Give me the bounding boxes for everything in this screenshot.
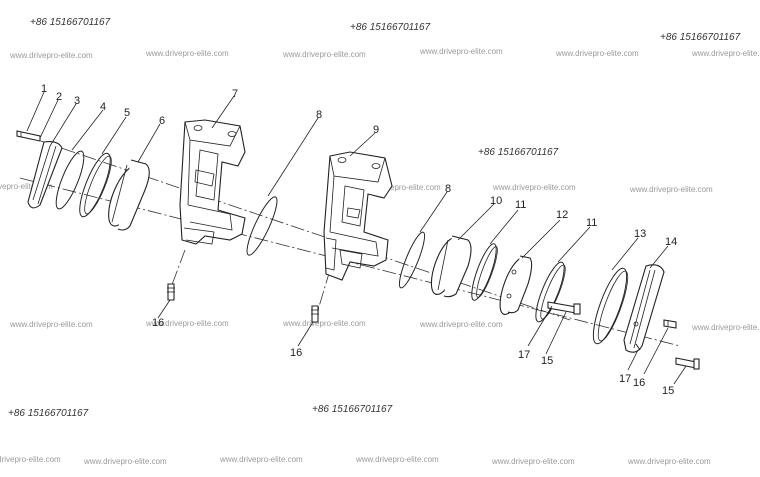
- phone-watermark: +86 15166701167: [660, 32, 741, 43]
- part-number-label: 15: [541, 355, 553, 367]
- part-number-label: 10: [490, 195, 502, 207]
- part-12-insulator: [499, 255, 533, 315]
- part-16-bleeder-screw: [167, 283, 175, 301]
- part-number-label: 12: [556, 209, 568, 221]
- part-number-label: 16: [633, 377, 645, 389]
- leader-line: [557, 226, 591, 263]
- leader-line: [39, 99, 59, 139]
- part-17-pin: [635, 343, 641, 351]
- part-15-bolt: [547, 301, 581, 315]
- leader-line: [137, 123, 161, 163]
- part-number-label: 3: [74, 95, 80, 107]
- site-watermark: www.drivepro-elite.com: [419, 320, 503, 329]
- part-number-label: 1: [41, 83, 47, 95]
- part-number-label: 9: [373, 124, 379, 136]
- part-number-label: 17: [518, 349, 530, 361]
- leader-line: [673, 365, 687, 385]
- part-number-label: 14: [665, 236, 677, 248]
- site-watermark: www.drivepro-elite.com: [0, 455, 61, 464]
- part-13-ring: [592, 267, 629, 345]
- site-watermark: www.drivepro-elite.com: [9, 320, 93, 329]
- leader-line: [49, 103, 77, 147]
- part-8-ring: [398, 231, 426, 289]
- leader-line: [71, 109, 104, 151]
- site-watermark: www.drivepro-elite.com: [145, 49, 229, 58]
- part-number-label: 8: [445, 183, 451, 195]
- part-number-label: 4: [100, 101, 106, 113]
- leader-line: [297, 321, 314, 347]
- leader-line: [643, 327, 669, 375]
- site-watermark: www.drivepro-elite.com: [145, 319, 229, 328]
- site-watermark: www.drivepro-elite.com: [691, 49, 760, 58]
- leader-line: [349, 132, 376, 157]
- part-5-ring: [79, 152, 112, 218]
- part-11-seal: [535, 261, 566, 323]
- leader-line: [157, 299, 171, 319]
- part-14-end-plate: [623, 264, 665, 353]
- site-watermark: www.drivepro-elite.com: [629, 185, 713, 194]
- leader-line: [627, 349, 639, 371]
- assembly-axis-upper: [19, 133, 571, 321]
- leader-line: [419, 191, 448, 233]
- site-watermark: www.drivepro-elite.com: [9, 51, 93, 60]
- part-number-label: 11: [515, 199, 526, 211]
- leader-line: [489, 209, 519, 245]
- site-watermark: www.drivepro-elite.com: [219, 455, 303, 464]
- part-1-bolt: [16, 130, 41, 142]
- part-6-piston: [108, 159, 150, 231]
- leader-line: [527, 305, 553, 347]
- leader-line: [211, 95, 235, 129]
- part-8-ring: [246, 196, 278, 256]
- part-number-label: 13: [634, 228, 646, 240]
- part-number-label: 15: [662, 385, 674, 397]
- site-watermark: www.drivepro-elite.com: [0, 182, 53, 191]
- leader-line: [649, 245, 669, 269]
- site-watermark: www.drivepro-elite.com: [282, 50, 366, 59]
- part-7-caliper-housing: [179, 119, 246, 245]
- part-number-label: 16: [290, 347, 302, 359]
- part-4-ring: [55, 150, 85, 210]
- part-10-piston: [430, 235, 472, 298]
- leader-line: [545, 311, 567, 355]
- part-11-seal: [471, 243, 498, 301]
- phone-watermark: +86 15166701167: [30, 17, 111, 28]
- site-watermark: www.drivepro-elite.com: [83, 457, 167, 466]
- site-watermark: www.drivepro-elite.com: [355, 455, 439, 464]
- site-watermark: www.drivepro-elite.com: [357, 183, 441, 192]
- part-9-caliper-housing: [323, 151, 393, 281]
- part-16-bleeder-screw: [311, 305, 319, 323]
- leader-line: [26, 91, 45, 132]
- site-watermark: www.drivepro-elite.com: [419, 47, 503, 56]
- leader-line: [611, 237, 639, 271]
- leader-line: [267, 117, 319, 197]
- vertical-axis-middle: [317, 269, 331, 311]
- leader-line: [101, 116, 127, 155]
- site-watermark: www.drivepro-elite.com: [555, 49, 639, 58]
- part-number-label: 17: [619, 373, 631, 385]
- part-number-label: 16: [152, 317, 164, 329]
- phone-watermark: +86 15166701167: [478, 147, 559, 158]
- part-number-label: 5: [124, 107, 130, 119]
- part-number-label: 8: [316, 109, 322, 121]
- site-watermark: www.drivepro-elite.com: [491, 457, 575, 466]
- vertical-axis-left: [169, 249, 186, 291]
- part-number-label: 2: [56, 91, 62, 103]
- site-watermark: www.drivepro-elite.com: [492, 183, 576, 192]
- phone-watermark: +86 15166701167: [312, 404, 393, 415]
- part-number-label: 11: [586, 217, 597, 229]
- site-watermark: www.drivepro-elite.com: [691, 323, 760, 332]
- phone-watermark: +86 15166701167: [8, 408, 89, 419]
- part-number-label: 6: [159, 115, 165, 127]
- part-16-bleeder-screw: [663, 319, 677, 329]
- site-watermark: www.drivepro-elite.com: [282, 319, 366, 328]
- leader-line: [521, 219, 561, 259]
- phone-watermark: +86 15166701167: [350, 22, 431, 33]
- site-watermark: www.drivepro-elite.com: [627, 457, 711, 466]
- leader-line: [457, 203, 495, 241]
- part-number-label: 7: [232, 88, 238, 100]
- part-15-bolt: [675, 357, 700, 370]
